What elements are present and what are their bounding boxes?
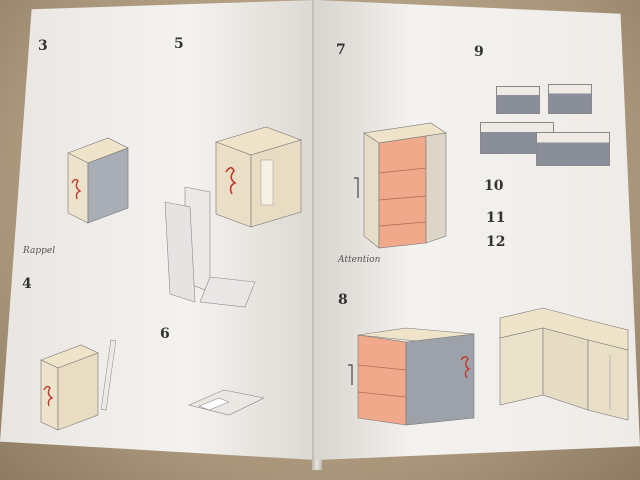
step4-text: 4 (22, 276, 152, 292)
step6-number: 6 (160, 326, 170, 342)
step9-text: 9 (474, 44, 614, 60)
step10-number: 10 (484, 178, 504, 194)
step11-number: 11 (486, 210, 506, 226)
step7-number: 7 (336, 42, 346, 58)
step10-text: 10 (484, 178, 619, 194)
step3-text: 3 (38, 38, 166, 54)
step8-number: 8 (338, 292, 348, 308)
step6-text: 6 (160, 326, 310, 342)
left-page: 3 5 Rappel 4 (0, 0, 316, 460)
right-page: 7 9 Attention 8 (316, 0, 640, 460)
panel-1 (496, 86, 540, 114)
step4-number: 4 (22, 276, 32, 292)
cabinet-drawing-step4 (40, 339, 117, 431)
attention-title: Attention (338, 255, 381, 265)
cabinet-drawing-step8 (348, 327, 475, 426)
cabinet-drawing-step3 (67, 137, 129, 224)
step9-number: 9 (474, 44, 484, 60)
panels-drawing (164, 186, 256, 308)
step5-number: 5 (174, 36, 184, 52)
step5-text: 5 (174, 36, 302, 52)
step7-text: 7 (336, 42, 476, 58)
step12-text: 12 (486, 234, 621, 250)
panel-2 (548, 84, 592, 114)
separation-drawing (188, 389, 265, 416)
step8-text: 8 (338, 292, 478, 308)
cabinet-drawing-step5 (215, 126, 302, 228)
assembled-unit-drawing (499, 307, 629, 421)
step11-text: 11 (486, 210, 621, 226)
step12-number: 12 (486, 234, 506, 250)
rappel-title: Rappel (23, 246, 56, 256)
cabinet-drawing-step7 (354, 122, 447, 249)
step3-number: 3 (38, 38, 48, 54)
panel-4 (536, 132, 610, 166)
left-page-number: 11 (6, 448, 17, 457)
